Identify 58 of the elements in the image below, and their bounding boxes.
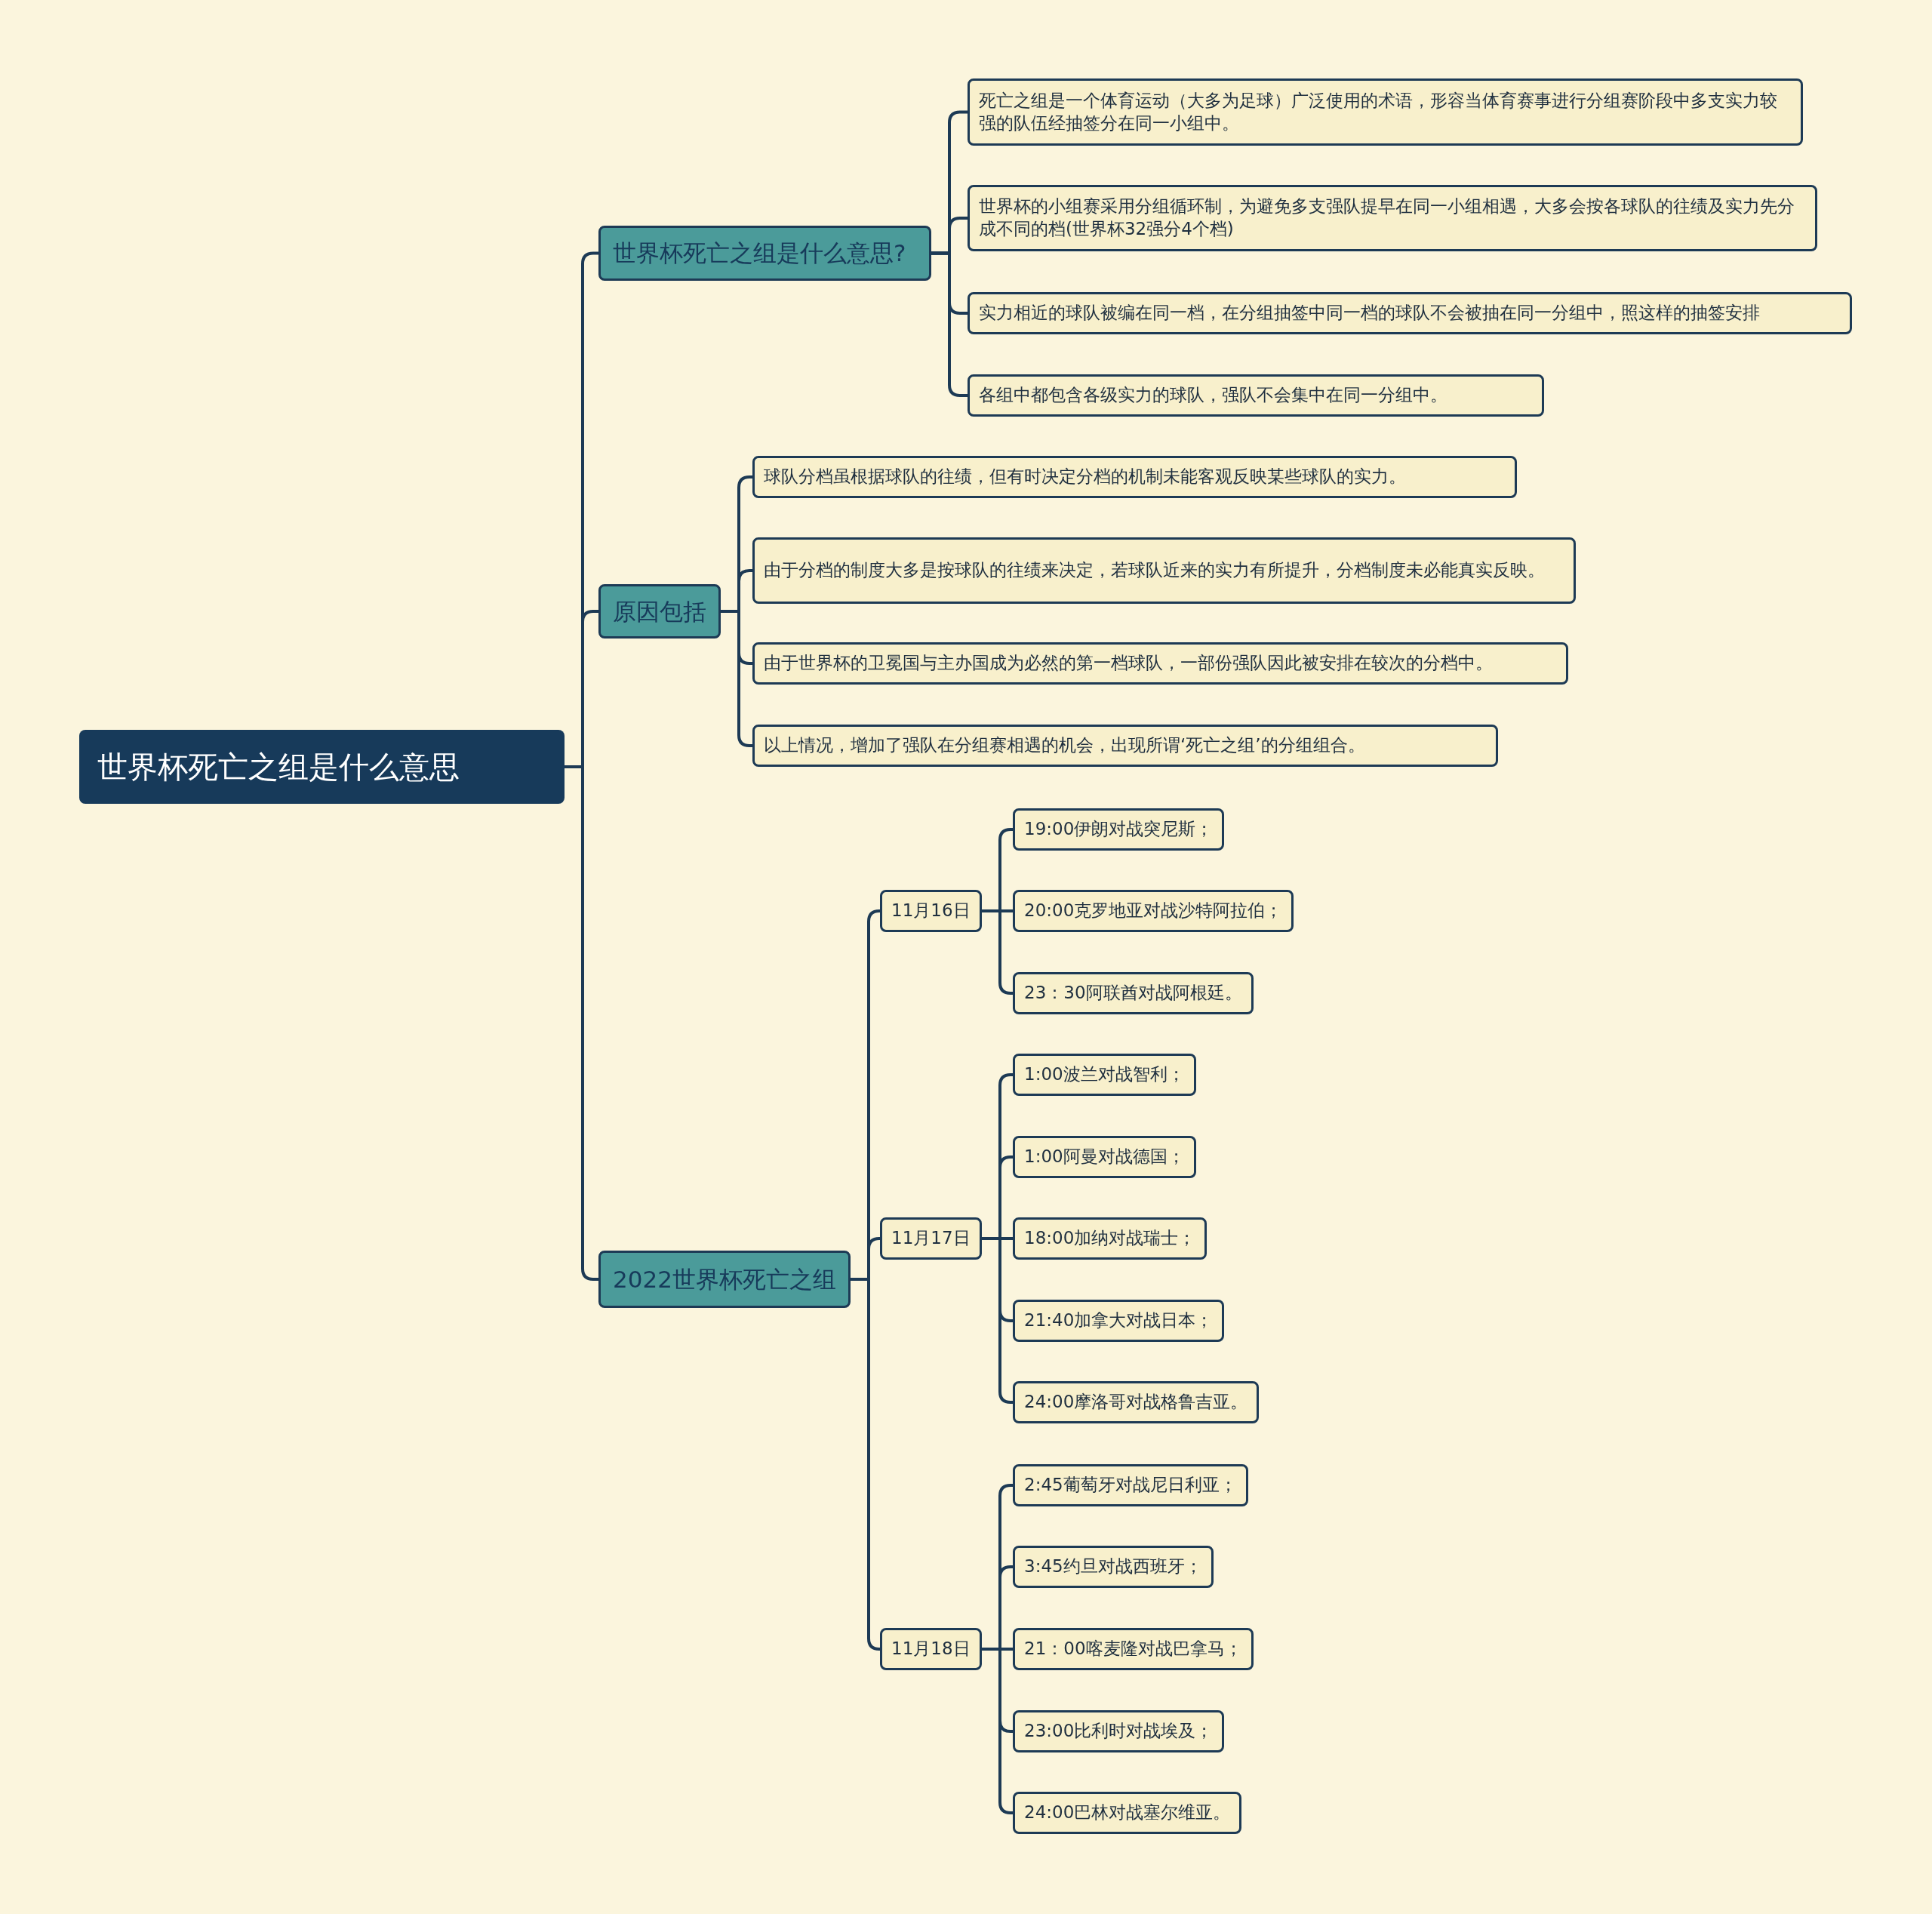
topic-box [598, 584, 721, 639]
topic-text: 18:00加纳对战瑞士； [1024, 1227, 1196, 1250]
topic-text: 21:40加拿大对战日本； [1024, 1309, 1214, 1332]
subtopic-box [752, 642, 1568, 685]
topic-text: 23:00比利时对战埃及； [1024, 1720, 1214, 1743]
topic-text: 由于世界杯的卫冕国与主办国成为必然的第一档球队，一部份强队因此被安排在较次的分档中。 [764, 652, 1494, 675]
subtopic-box [1013, 1136, 1196, 1178]
topic-text: 球队分档虽根据球队的往绩，但有时决定分档的机制未能客观反映某些球队的实力。 [764, 466, 1407, 488]
subtopic-box [1013, 1054, 1196, 1096]
subtopic-box [1013, 1217, 1208, 1260]
topic-text: 24:00巴林对战塞尔维亚。 [1024, 1802, 1231, 1824]
subtopic-box [1013, 1464, 1248, 1506]
topic-text: 世界杯死亡之组是什么意思? [613, 238, 907, 269]
subtopic-box [1013, 972, 1254, 1014]
subtopic-box [1013, 1546, 1214, 1588]
topic-text: 1:00波兰对战智利； [1024, 1063, 1185, 1086]
topic-text: 11月18日 [891, 1638, 971, 1660]
topic-text: 11月17日 [891, 1227, 971, 1250]
topic-text: 实力相近的球队被编在同一档，在分组抽签中同一档的球队不会被抽在同一分组中，照这样的抽签安排 [979, 302, 1761, 325]
subtopic-box [752, 537, 1576, 604]
topic-box [598, 1251, 851, 1308]
topic-text: 2:45葡萄牙对战尼日利亚； [1024, 1474, 1237, 1497]
topic-text: 20:00克罗地亚对战沙特阿拉伯； [1024, 900, 1283, 922]
subtopic-box [968, 292, 1852, 334]
topic-text: 3:45约旦对战西班牙； [1024, 1556, 1202, 1578]
subtopic-box [1013, 1628, 1254, 1670]
topic-text: 19:00伊朗对战突尼斯； [1024, 818, 1214, 841]
subtopic-box [968, 374, 1544, 417]
subtopic-box [968, 185, 1817, 251]
topic-text: 各组中都包含各级实力的球队，强队不会集中在同一分组中。 [979, 384, 1448, 407]
subtopic-box [752, 725, 1498, 767]
subtopic-box [1013, 1710, 1225, 1752]
subtopic-box [752, 456, 1517, 498]
topic-text: 世界杯的小组赛采用分组循环制，为避免多支强队提早在同一小组相遇，大多会按各球队的往绩及实力先分成不同的档(世界杯32强分4个档) [979, 195, 1795, 240]
topic-text: 2022世界杯死亡之组 [613, 1264, 836, 1294]
subtopic-box [1013, 890, 1294, 932]
subtopic-box [1013, 808, 1225, 851]
connector-line [851, 1278, 881, 1651]
topic-text: 世界杯死亡之组是什么意思 [97, 749, 460, 786]
subtopic-box [1013, 1300, 1225, 1342]
topic-text: 24:00摩洛哥对战格鲁吉亚。 [1024, 1391, 1248, 1414]
topic-text: 由于分档的制度大多是按球队的往绩来决定，若球队近来的实力有所提升，分档制度未必能真实反映。 [764, 559, 1546, 582]
topic-text: 1:00阿曼对战德国； [1024, 1146, 1185, 1168]
topic-text: 死亡之组是一个体育运动（大多为足球）广泛使用的术语，形容当体育赛事进行分组赛阶段中多支实力较强的队伍经抽签分在同一小组中。 [979, 89, 1778, 134]
topic-text: 21：00喀麦隆对战巴拿马； [1024, 1638, 1242, 1660]
connector-line [931, 251, 968, 397]
topic-text: 以上情况，增加了强队在分组赛相遇的机会，出现所谓‘死亡之组’的分组组合。 [764, 734, 1366, 757]
topic-text: 23：30阿联酋对战阿根廷。 [1024, 982, 1242, 1005]
subtopic-box [880, 1628, 982, 1670]
topic-text: 11月16日 [891, 900, 971, 922]
subtopic-box [1013, 1792, 1242, 1834]
root-topic-box [79, 730, 565, 804]
topic-text: 原因包括 [613, 596, 706, 626]
subtopic-box [1013, 1381, 1260, 1423]
topic-box [598, 226, 931, 281]
subtopic-box [968, 78, 1803, 146]
subtopic-box [880, 890, 982, 932]
subtopic-box [880, 1217, 982, 1260]
